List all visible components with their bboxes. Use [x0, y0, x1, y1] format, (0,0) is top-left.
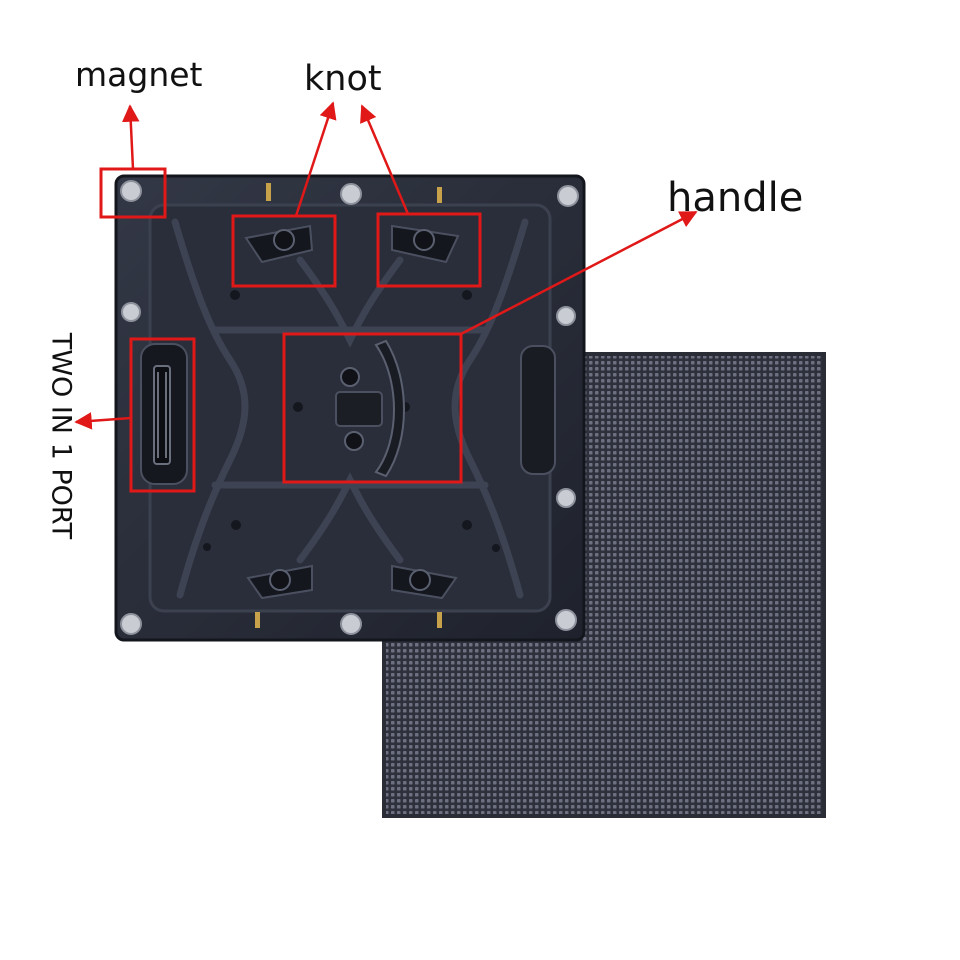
knot-icon	[246, 564, 313, 600]
magnet-icon	[556, 306, 576, 326]
knot-icon	[244, 224, 314, 264]
port-callout-box	[129, 337, 196, 493]
magnet-icon	[557, 185, 579, 207]
cabinet-back	[114, 174, 586, 642]
magnet-icon	[120, 613, 142, 635]
knot-callout-box-right	[376, 212, 482, 288]
magnet-icon	[121, 302, 141, 322]
magnet-icon	[120, 180, 142, 202]
knot-label: knot	[304, 59, 382, 99]
magnet-icon	[556, 488, 576, 508]
cabinet-ribs	[171, 218, 529, 599]
arrow-icon	[122, 104, 140, 170]
arrow-icon	[360, 104, 410, 215]
handle-icon	[335, 339, 405, 478]
screw-holes	[203, 290, 500, 552]
port-connector-icon	[140, 343, 188, 485]
port-label: TWO IN 1 PORT	[45, 332, 77, 540]
knots	[244, 224, 460, 600]
magnet-icon	[340, 183, 362, 205]
handle-label: handle	[667, 175, 804, 221]
side-latch	[520, 345, 556, 475]
brass-pins	[255, 183, 442, 628]
knot-icon	[391, 224, 460, 264]
magnet-label: magnet	[75, 55, 203, 94]
magnet-icon	[555, 609, 577, 631]
knot-icon	[391, 564, 458, 600]
arrow-icon	[74, 412, 132, 430]
knot-callout-box-left	[231, 214, 337, 288]
annotation-arrows	[74, 101, 698, 430]
arrow-icon	[460, 210, 698, 336]
handle-callout-box	[282, 332, 463, 484]
magnet-icon	[340, 613, 362, 635]
magnet-studs	[120, 180, 579, 635]
arrow-icon	[294, 101, 337, 217]
